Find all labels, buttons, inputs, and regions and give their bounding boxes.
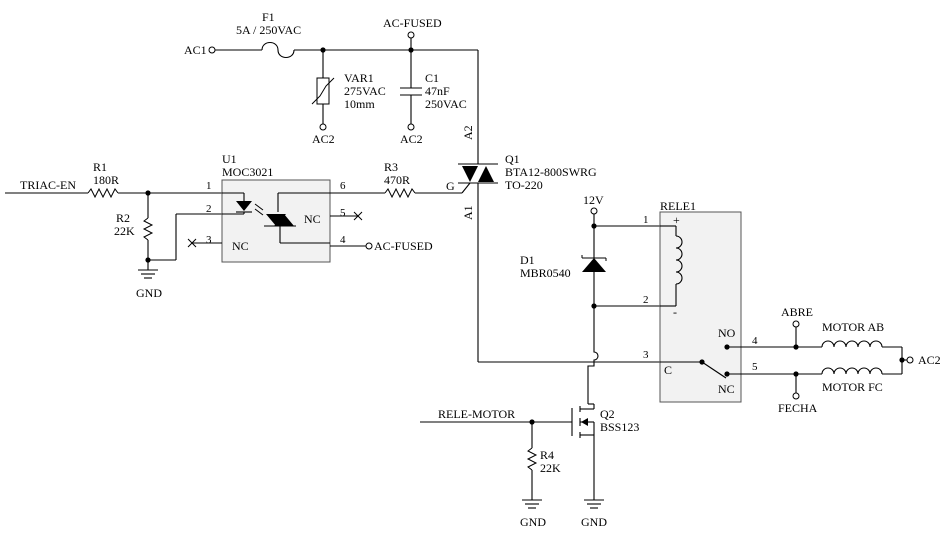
triac-enable-section: TRIAC-EN R1 180R R2 22K GND — [5, 160, 222, 300]
mosfet-q2-arrow-icon — [581, 418, 588, 426]
u1-pin2: 2 — [206, 203, 212, 215]
fuse-f1-symbol — [261, 41, 295, 59]
u1-ref: U1 — [222, 152, 237, 166]
rele-plus: + — [673, 213, 680, 227]
motor-fc-label: MOTOR FC — [822, 380, 883, 394]
relay-rele1: RELE1 1 2 3 4 5 + - NO C NC — [643, 199, 760, 403]
resistor-r3-symbol — [384, 187, 416, 199]
var1-value2: 10mm — [344, 97, 375, 111]
c1-ref: C1 — [425, 71, 439, 85]
relay-coil-icon — [675, 235, 683, 285]
c1-value1: 47nF — [425, 84, 450, 98]
motor-fc-coil-icon — [821, 367, 883, 375]
abre-terminal — [792, 320, 800, 328]
c1-ac2-label: AC2 — [400, 132, 423, 146]
abre-label: ABRE — [781, 305, 813, 319]
fecha-label: FECHA — [778, 401, 818, 415]
v12-label: 12V — [583, 193, 604, 207]
motor-ab-coil-icon — [821, 340, 883, 348]
q1-value2: TO-220 — [505, 178, 543, 192]
r2-ref: R2 — [116, 211, 130, 225]
r4-ref: R4 — [540, 448, 554, 462]
u1-pin6: 6 — [340, 180, 346, 192]
ac-fused-top-terminal — [407, 31, 415, 39]
q1-a2-label: A2 — [461, 125, 475, 140]
q2-value: BSS123 — [600, 420, 639, 434]
relay-switch-arm — [701, 361, 727, 379]
rele-pin4: 4 — [752, 335, 758, 347]
r1-ref: R1 — [93, 160, 107, 174]
rele-pin1: 1 — [643, 214, 649, 226]
u1-led-icon — [236, 201, 252, 211]
optocoupler-u1: U1 MOC3021 1 2 3 6 5 4 NC NC — [187, 152, 433, 263]
f1-ref: F1 — [262, 10, 275, 24]
resistor-r4-symbol — [526, 447, 538, 471]
motor-outputs: ABRE FECHA MOTOR AB MOTOR FC AC2 — [760, 305, 941, 415]
u1-pin3: 3 — [206, 234, 212, 246]
mosfet-q2-section: RELE-MOTOR Q2 BSS123 R4 22K GND GND — [420, 348, 639, 529]
fecha-terminal — [792, 392, 800, 400]
c1-value2: 250VAC — [425, 97, 467, 111]
rele-pin5: 5 — [752, 361, 758, 373]
r1-value: 180R — [93, 173, 119, 187]
u1-nc-right: NC — [304, 212, 321, 226]
q1-value1: BTA12-800SWRG — [505, 165, 597, 179]
u1-pin4: 4 — [340, 234, 346, 246]
ac-fused-u1-label: AC-FUSED — [374, 239, 433, 253]
relay-return-line — [587, 348, 599, 384]
q2-ref: Q2 — [600, 407, 615, 421]
rele-motor-label: RELE-MOTOR — [438, 407, 515, 421]
u1-value: MOC3021 — [222, 165, 273, 179]
ac2-right-terminal — [906, 356, 914, 364]
rele-pin2: 2 — [643, 294, 649, 306]
var1-value1: 275VAC — [344, 84, 386, 98]
ac-input-section: AC1 F1 5A / 250VAC AC-FUSED VAR1 275VAC … — [184, 10, 478, 146]
var1-ref: VAR1 — [344, 71, 374, 85]
f1-value: 5A / 250VAC — [236, 23, 301, 37]
u1-pin1: 1 — [206, 180, 212, 192]
q1-ref: Q1 — [505, 152, 520, 166]
triac-en-label: TRIAC-EN — [20, 178, 76, 192]
r3-value: 470R — [384, 173, 410, 187]
q1-a1-label: A1 — [461, 205, 475, 220]
rele1-body — [659, 211, 742, 403]
rele-nc-label: NC — [718, 382, 735, 396]
resistor-r1-symbol — [87, 187, 119, 199]
rele-c-label: C — [664, 363, 672, 377]
ac-fused-top-label: AC-FUSED — [383, 16, 442, 30]
gnd-label-1: GND — [136, 286, 162, 300]
u1-pin5: 5 — [340, 207, 346, 219]
ac1-label: AC1 — [184, 43, 207, 57]
relay-coil-section: 12V D1 MBR0540 — [520, 193, 660, 348]
q1-gate-label: G — [446, 179, 455, 193]
ac2-right-label: AC2 — [918, 353, 941, 367]
rele1-ref: RELE1 — [660, 199, 696, 213]
gnd-label-3: GND — [581, 515, 607, 529]
d1-ref: D1 — [520, 253, 535, 267]
rele-pin3: 3 — [643, 349, 649, 361]
triac-q1-section: R3 470R G A2 A1 Q1 BTA12-800SWRG TO-220 — [330, 50, 660, 363]
rele-no-label: NO — [718, 326, 736, 340]
ac1-terminal — [208, 46, 216, 54]
motor-ab-label: MOTOR AB — [822, 320, 884, 334]
u1-nc-left: NC — [232, 239, 249, 253]
r4-value: 22K — [540, 461, 561, 475]
resistor-r2-symbol — [142, 217, 154, 241]
d1-value: MBR0540 — [520, 266, 571, 280]
v12-terminal — [590, 207, 598, 215]
r2-value: 22K — [114, 224, 135, 238]
r3-ref: R3 — [384, 160, 398, 174]
u1-diac-icon — [266, 214, 286, 226]
rele-minus: - — [673, 305, 677, 319]
var1-ac2-label: AC2 — [312, 132, 335, 146]
gnd-label-2: GND — [520, 515, 546, 529]
